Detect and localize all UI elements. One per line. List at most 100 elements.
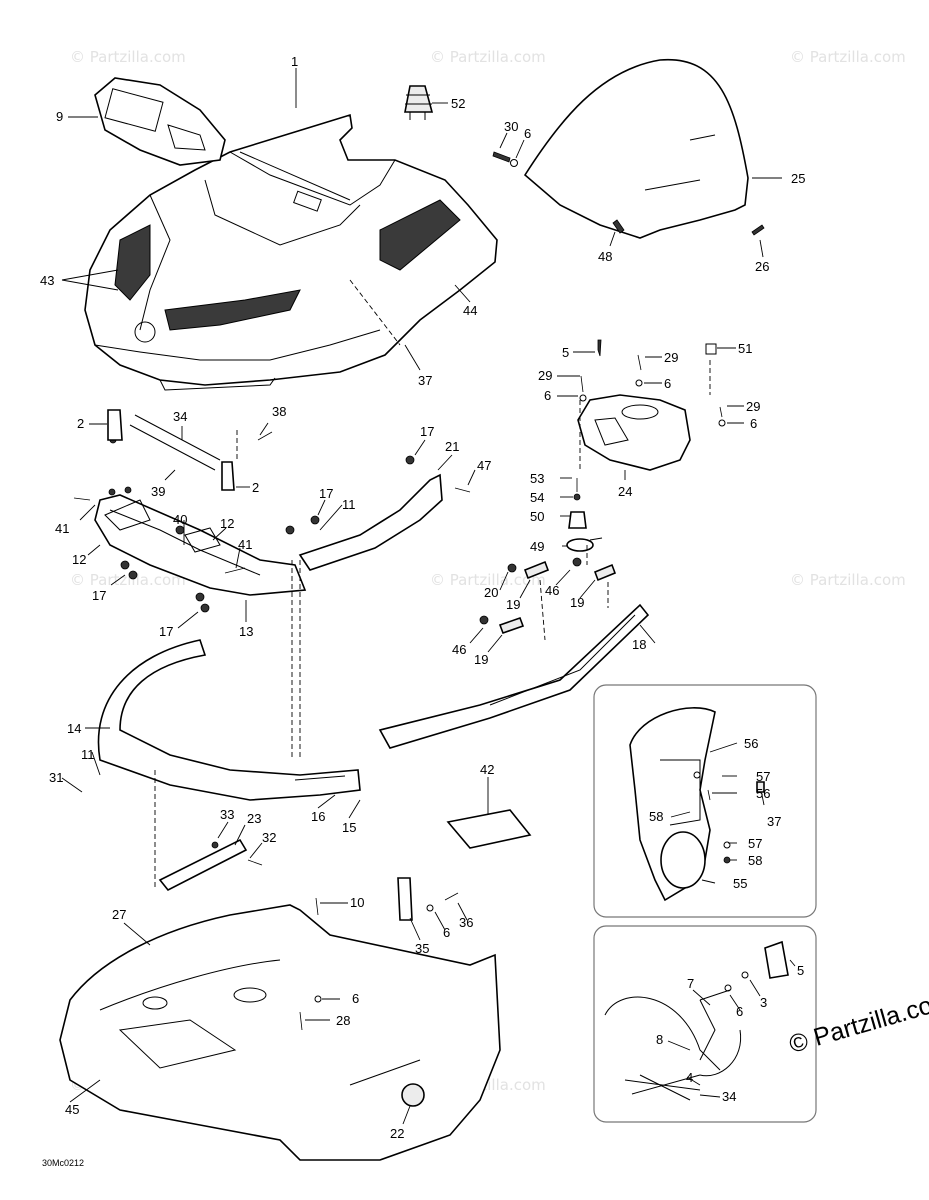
hardware-studs [73,409,471,613]
callout-16: 16 [311,809,325,824]
watermark-text: © Partzilla.com [430,48,546,66]
callout-17: 17 [319,486,333,501]
callout-numbers: 1 9 52 30 6 25 48 26 43 44 37 5 29 51 29… [40,54,805,1141]
callout-6: 6 [524,126,531,141]
callout-39: 39 [151,484,165,499]
callout-55: 55 [733,876,747,891]
callout-32: 32 [262,830,276,845]
watermark-text: © Partzilla.com [430,571,546,589]
callout-37: 37 [767,814,781,829]
callout-12: 12 [220,516,234,531]
callout-57: 57 [748,836,762,851]
callout-56: 56 [744,736,758,751]
callout-6: 6 [736,1004,743,1019]
callout-26: 26 [755,259,769,274]
callout-34: 34 [722,1089,736,1104]
cable-assembly-part [604,940,789,1101]
decal-part [446,809,532,849]
callout-37: 37 [418,373,432,388]
callout-5: 5 [562,345,569,360]
callout-6: 6 [544,388,551,403]
callout-17: 17 [420,424,434,439]
callout-56: 56 [756,786,770,801]
gauge-panel-part [94,77,226,166]
hardware-bolt [492,151,765,236]
callout-2: 2 [77,416,84,431]
callout-24: 24 [618,484,632,499]
hand-guard-part [629,707,765,902]
mount-hardware [566,339,726,552]
callout-11: 11 [342,497,356,512]
callout-8: 8 [656,1032,663,1047]
callout-2: 2 [252,480,259,495]
watermark-text: © Partzilla.com [790,48,906,66]
callout-41: 41 [238,537,252,552]
callout-27: 27 [112,907,126,922]
callout-38: 38 [272,404,286,419]
callout-29: 29 [664,350,678,365]
callout-19: 19 [474,652,488,667]
rail-part [378,603,650,749]
leader-lines [61,68,796,1125]
callout-3: 3 [760,995,767,1010]
callout-42: 42 [480,762,494,777]
small-bracket-part [158,838,263,892]
callout-57: 57 [756,769,770,784]
callout-19: 19 [506,597,520,612]
callout-44: 44 [463,303,477,318]
callout-21: 21 [445,439,459,454]
callout-46: 46 [452,642,466,657]
callout-35: 35 [415,941,429,956]
callout-46: 46 [545,583,559,598]
callout-7: 7 [687,976,694,991]
console-part [577,394,691,471]
callout-49: 49 [530,539,544,554]
callout-6: 6 [664,376,671,391]
dashed-guides [154,279,711,890]
callout-13: 13 [239,624,253,639]
callout-1: 1 [291,54,298,69]
front-bracket-part [94,494,307,596]
callout-34: 34 [173,409,187,424]
callout-40: 40 [173,512,187,527]
callout-33: 33 [220,807,234,822]
callout-54: 54 [530,490,544,505]
callout-43: 43 [40,273,54,288]
callout-22: 22 [390,1126,404,1141]
callout-17: 17 [92,588,106,603]
callout-17: 17 [159,624,173,639]
callout-58: 58 [748,853,762,868]
front-bumper-part [97,639,361,801]
callout-6: 6 [443,925,450,940]
callout-11: 11 [81,747,95,762]
spring-hardware [479,557,617,635]
callout-23: 23 [247,811,261,826]
callout-41: 41 [55,521,69,536]
callout-14: 14 [67,721,81,736]
callout-51: 51 [738,341,752,356]
hood-part [84,113,498,391]
callout-10: 10 [350,895,364,910]
callout-30: 30 [504,119,518,134]
callout-20: 20 [484,585,498,600]
windshield-part [523,58,749,239]
callout-15: 15 [342,820,356,835]
callout-50: 50 [530,509,544,524]
diagram-code-label: 30Mc0212 [42,1158,85,1168]
callout-45: 45 [65,1102,79,1117]
pan-hardware [299,877,459,1107]
callout-53: 53 [530,471,544,486]
inset-frame-top [593,684,817,918]
watermark-text: © Partzilla.com [70,571,186,589]
connector-part [404,85,434,120]
callout-47: 47 [477,458,491,473]
callout-28: 28 [336,1013,350,1028]
callout-29: 29 [538,368,552,383]
callout-9: 9 [56,109,63,124]
callout-48: 48 [598,249,612,264]
callout-5: 5 [797,963,804,978]
inset-frame-bottom [593,925,817,1123]
callout-12: 12 [72,552,86,567]
watermark-text: © Partzilla.com [790,571,906,589]
